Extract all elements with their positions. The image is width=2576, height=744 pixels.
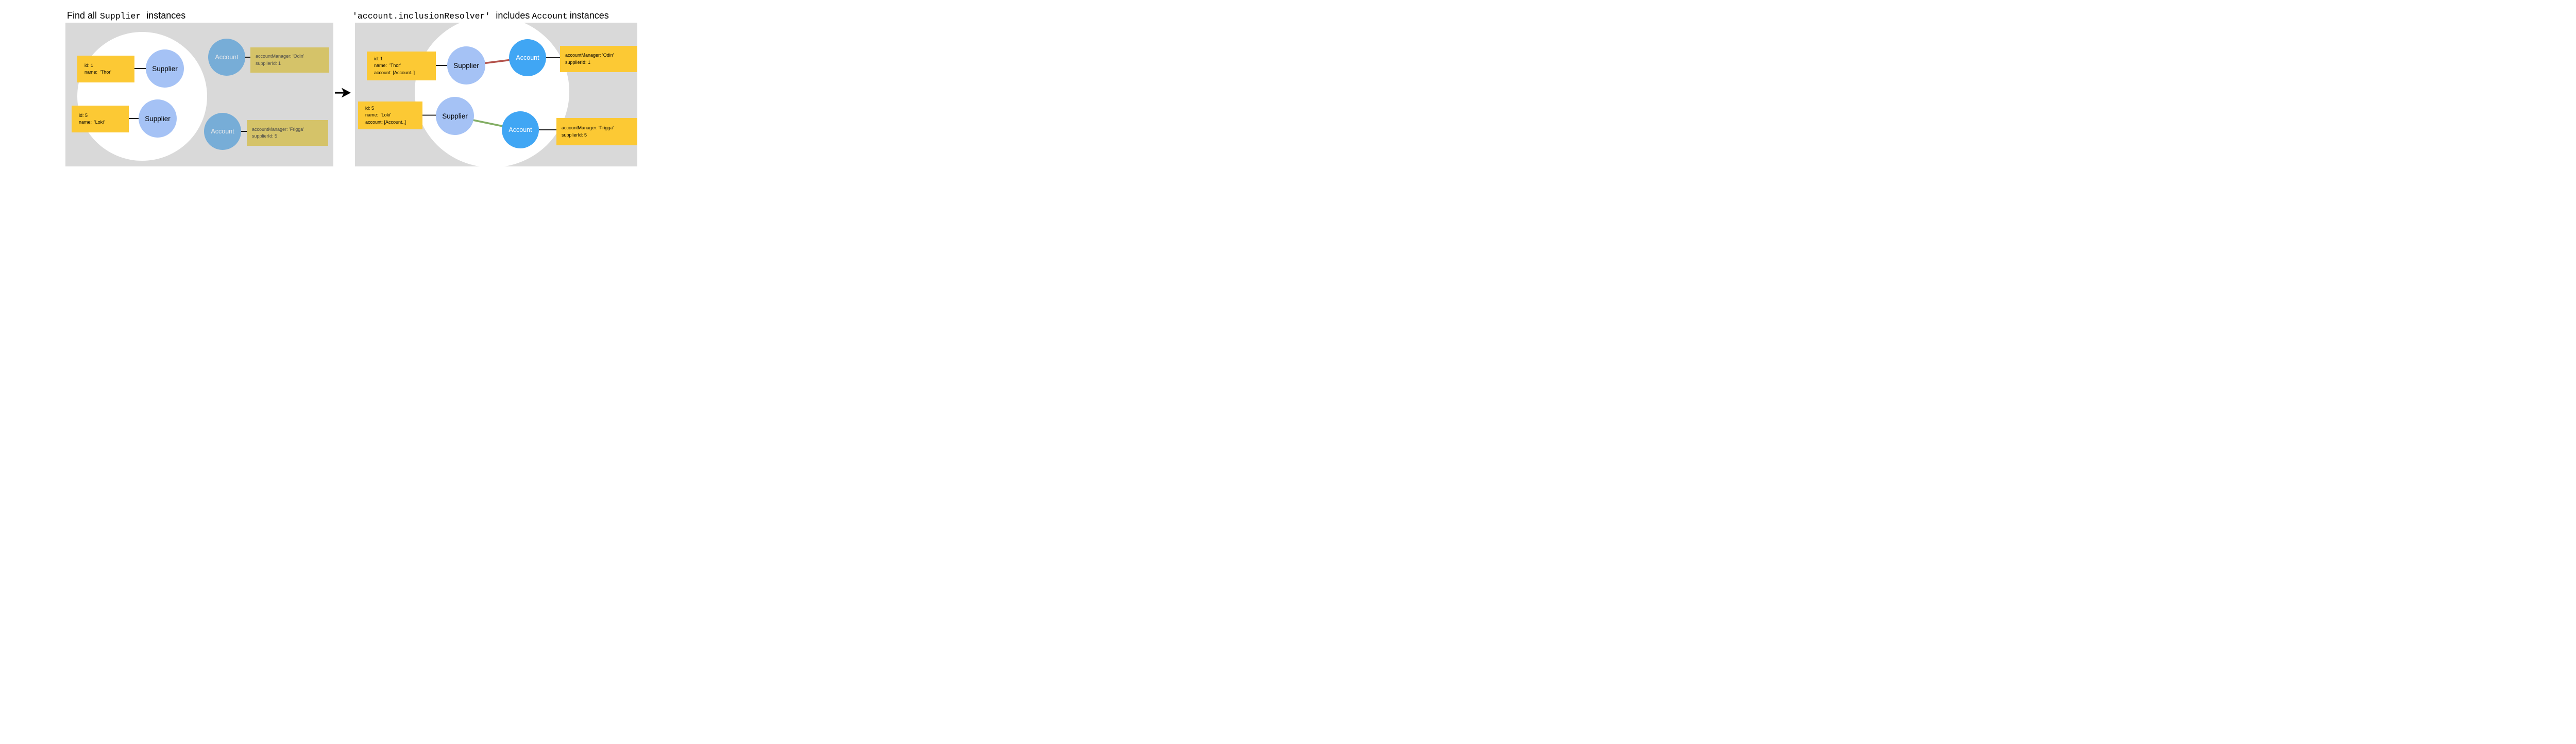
account-node-excluded: Account (204, 113, 241, 150)
supplier-properties-box: id: 5 name: 'Loki' (72, 106, 129, 132)
account-node-included: Account (502, 111, 539, 148)
properties-text: accountManager: 'Odin' supplierId: 1 (256, 54, 304, 66)
account-node-excluded: Account (208, 39, 245, 76)
title-text: instances (146, 10, 186, 21)
right-inclusion-scope-ellipse (415, 16, 569, 167)
supplier-node: Supplier (436, 97, 474, 135)
node-label: Supplier (145, 114, 171, 123)
supplier-node: Supplier (447, 46, 485, 84)
properties-text: id: 1 name: 'Thor' account: [Account..] (374, 56, 415, 75)
account-properties-box: accountManager: 'Odin' supplierId: 1 (250, 47, 329, 73)
node-label: Supplier (442, 112, 468, 120)
title-code-account: Account (532, 11, 568, 21)
properties-text: id: 5 name: 'Loki' (79, 112, 105, 125)
node-label: Supplier (453, 61, 479, 70)
properties-text: accountManager: 'Frigga' supplierId: 5 (562, 125, 614, 138)
supplier-properties-box: id: 1 name: 'Thor' account: [Account..] (367, 52, 436, 80)
title-code-inclusion-resolver: 'account.inclusionResolver' (352, 11, 490, 21)
node-label: Account (211, 128, 234, 135)
properties-text: id: 5 name: 'Loki' account: [Account..] (365, 105, 406, 125)
title-text: Find all (67, 10, 97, 21)
node-label: Account (509, 126, 532, 133)
node-label: Supplier (152, 64, 178, 73)
properties-text: accountManager: 'Odin' supplierId: 1 (565, 53, 614, 65)
supplier-properties-box: id: 5 name: 'Loki' account: [Account..] (358, 102, 422, 129)
account-properties-box: accountManager: 'Odin' supplierId: 1 (560, 46, 637, 72)
node-label: Account (516, 54, 539, 61)
right-arrow-icon (335, 88, 351, 98)
title-code-supplier: Supplier (100, 11, 141, 21)
title-text: instances (569, 10, 609, 21)
left-supplier-scope-ellipse (77, 32, 207, 161)
supplier-node: Supplier (146, 49, 184, 88)
properties-text: accountManager: 'Frigga' supplierId: 5 (252, 126, 304, 139)
node-label: Account (215, 54, 239, 61)
supplier-node: Supplier (139, 99, 177, 138)
properties-text: id: 1 name: 'Thor' (84, 62, 111, 75)
account-properties-box: accountManager: 'Frigga' supplierId: 5 (556, 118, 637, 145)
account-properties-box: accountManager: 'Frigga' supplierId: 5 (247, 120, 328, 146)
supplier-properties-box: id: 1 name: 'Thor' (77, 56, 134, 82)
account-node-included: Account (509, 39, 546, 76)
title-text: includes (496, 10, 530, 21)
